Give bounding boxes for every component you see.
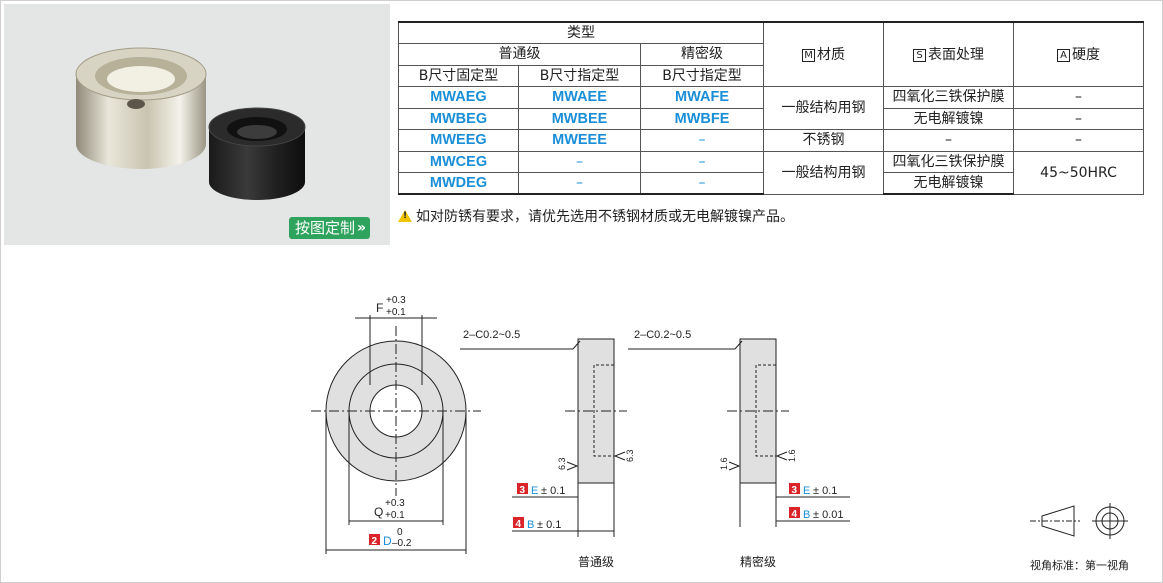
b-tol: ± 0.1 — [537, 519, 561, 531]
badge-3 — [517, 483, 528, 494]
double-chevron-right-icon: » — [357, 220, 367, 236]
e-badge-number: 3 — [792, 485, 798, 496]
custom-order-label: 按图定制 — [295, 219, 356, 237]
badge-4 — [513, 517, 524, 528]
d-tol-lower: –0.2 — [392, 538, 412, 549]
roughness-symbol — [566, 461, 579, 471]
e-badge-number: 3 — [520, 485, 526, 496]
material-cell: 不锈钢 — [763, 129, 885, 152]
subheader-b-fixed: B尺寸固定型 — [398, 64, 519, 87]
table-row: MWDEG – – 无电解镀镍 — [398, 172, 1144, 195]
badge-4 — [789, 507, 800, 518]
subheader-b-specified-precision: B尺寸指定型 — [639, 64, 765, 87]
roughness-value: 1.6 — [719, 457, 729, 470]
projection-cone-icon — [1041, 505, 1075, 537]
roughness-symbol — [775, 451, 788, 461]
hardness-cell: 45~50HRC — [1013, 150, 1145, 195]
chamfer-label: 2–C0.2~0.5 — [463, 329, 520, 341]
table-row: MWCEG – – 一般结构用钢 四氧化三铁保护膜 45~50HRC — [398, 150, 1145, 195]
part-code-link[interactable]: MWAEG — [398, 86, 519, 109]
e-tol: ± 0.1 — [541, 485, 565, 497]
rust-note-text: 如对防锈有要求，请优先选用不锈钢材质或无电解镀镍产品。 — [416, 209, 794, 225]
hardness-mark: A — [1057, 48, 1071, 62]
f-tol-lower: +0.1 — [386, 307, 406, 318]
q-tol-upper: +0.3 — [385, 498, 405, 509]
chamfer-label: 2–C0.2~0.5 — [634, 329, 691, 341]
d-badge-number: 2 — [372, 536, 378, 547]
warning-icon — [398, 210, 412, 222]
header-material-label: 材质 — [817, 46, 846, 63]
rust-note: 如对防锈有要求，请优先选用不锈钢材质或无电解镀镍产品。 — [398, 206, 794, 226]
b-tol: ± 0.01 — [813, 509, 844, 521]
part-code-link[interactable]: MWAFE — [639, 86, 765, 109]
header-hardness-label: 硬度 — [1072, 46, 1101, 63]
material-cell: 一般结构用钢 — [763, 86, 885, 130]
material-cell: 一般结构用钢 — [763, 150, 885, 195]
part-code-link[interactable]: MWAEE — [518, 86, 641, 109]
header-surface-label: 表面处理 — [928, 46, 985, 63]
table-row: MWEEG MWEEE – 不锈钢 – – — [398, 129, 1145, 152]
roughness-symbol — [613, 451, 626, 461]
caption-precision: 精密级 — [740, 554, 776, 569]
part-code-link[interactable]: MWBEG — [398, 107, 519, 130]
material-mark: M — [802, 48, 816, 62]
hidden-line-precision — [755, 364, 776, 457]
b-label: B — [527, 519, 534, 531]
chamfer-leader-1b — [572, 340, 581, 350]
product-photo: 按图定制 » — [4, 4, 390, 245]
b-badge-number: 4 — [516, 519, 522, 530]
header-ordinary: 普通级 — [398, 43, 641, 66]
part-code-link[interactable]: MWDEG — [398, 172, 519, 195]
table-row: MWAEG MWAEE MWAFE 一般结构用钢 四氧化三铁保护膜 – — [398, 86, 1145, 130]
subheader-b-specified: B尺寸指定型 — [518, 64, 641, 87]
part-code-empty: – — [639, 172, 765, 195]
e-tol: ± 0.1 — [813, 485, 837, 497]
f-label: F — [376, 301, 383, 315]
product-image — [75, 47, 306, 200]
part-code-empty: – — [518, 172, 641, 195]
b-label: B — [803, 509, 810, 521]
f-tol-upper: +0.3 — [386, 295, 406, 306]
d-label: D — [383, 534, 392, 548]
custom-order-button[interactable]: 按图定制 » — [289, 217, 371, 239]
e-label: E — [531, 485, 538, 497]
surface-mark: S — [913, 48, 927, 62]
hardness-cell: – — [1013, 86, 1145, 109]
header-precision: 精密级 — [639, 43, 765, 66]
roughness-value: 6.3 — [557, 457, 567, 470]
part-code-link[interactable]: MWEEE — [518, 129, 641, 152]
chamfer-leader-2b — [734, 340, 743, 350]
roughness-value: 6.3 — [625, 449, 635, 462]
e-label: E — [803, 485, 810, 497]
roughness-value: 1.6 — [787, 449, 797, 462]
q-label: Q — [374, 505, 383, 519]
badge-3 — [789, 483, 800, 494]
roughness-symbol — [728, 461, 741, 471]
surface-cell: 四氧化三铁保护膜 — [883, 86, 1015, 109]
surface-cell: 无电解镀镍 — [883, 172, 1015, 195]
part-code-link[interactable]: MWEEG — [398, 129, 519, 152]
d-tol-upper: 0 — [397, 527, 403, 538]
header-type: 类型 — [397, 21, 765, 44]
projection-label: 视角标准：第一视角 — [1030, 558, 1129, 572]
b-badge-number: 4 — [792, 509, 798, 520]
caption-ordinary: 普通级 — [578, 555, 614, 569]
q-tol-lower: +0.1 — [385, 510, 405, 521]
badge-2 — [369, 534, 380, 545]
hidden-line-ordinary — [593, 364, 614, 457]
